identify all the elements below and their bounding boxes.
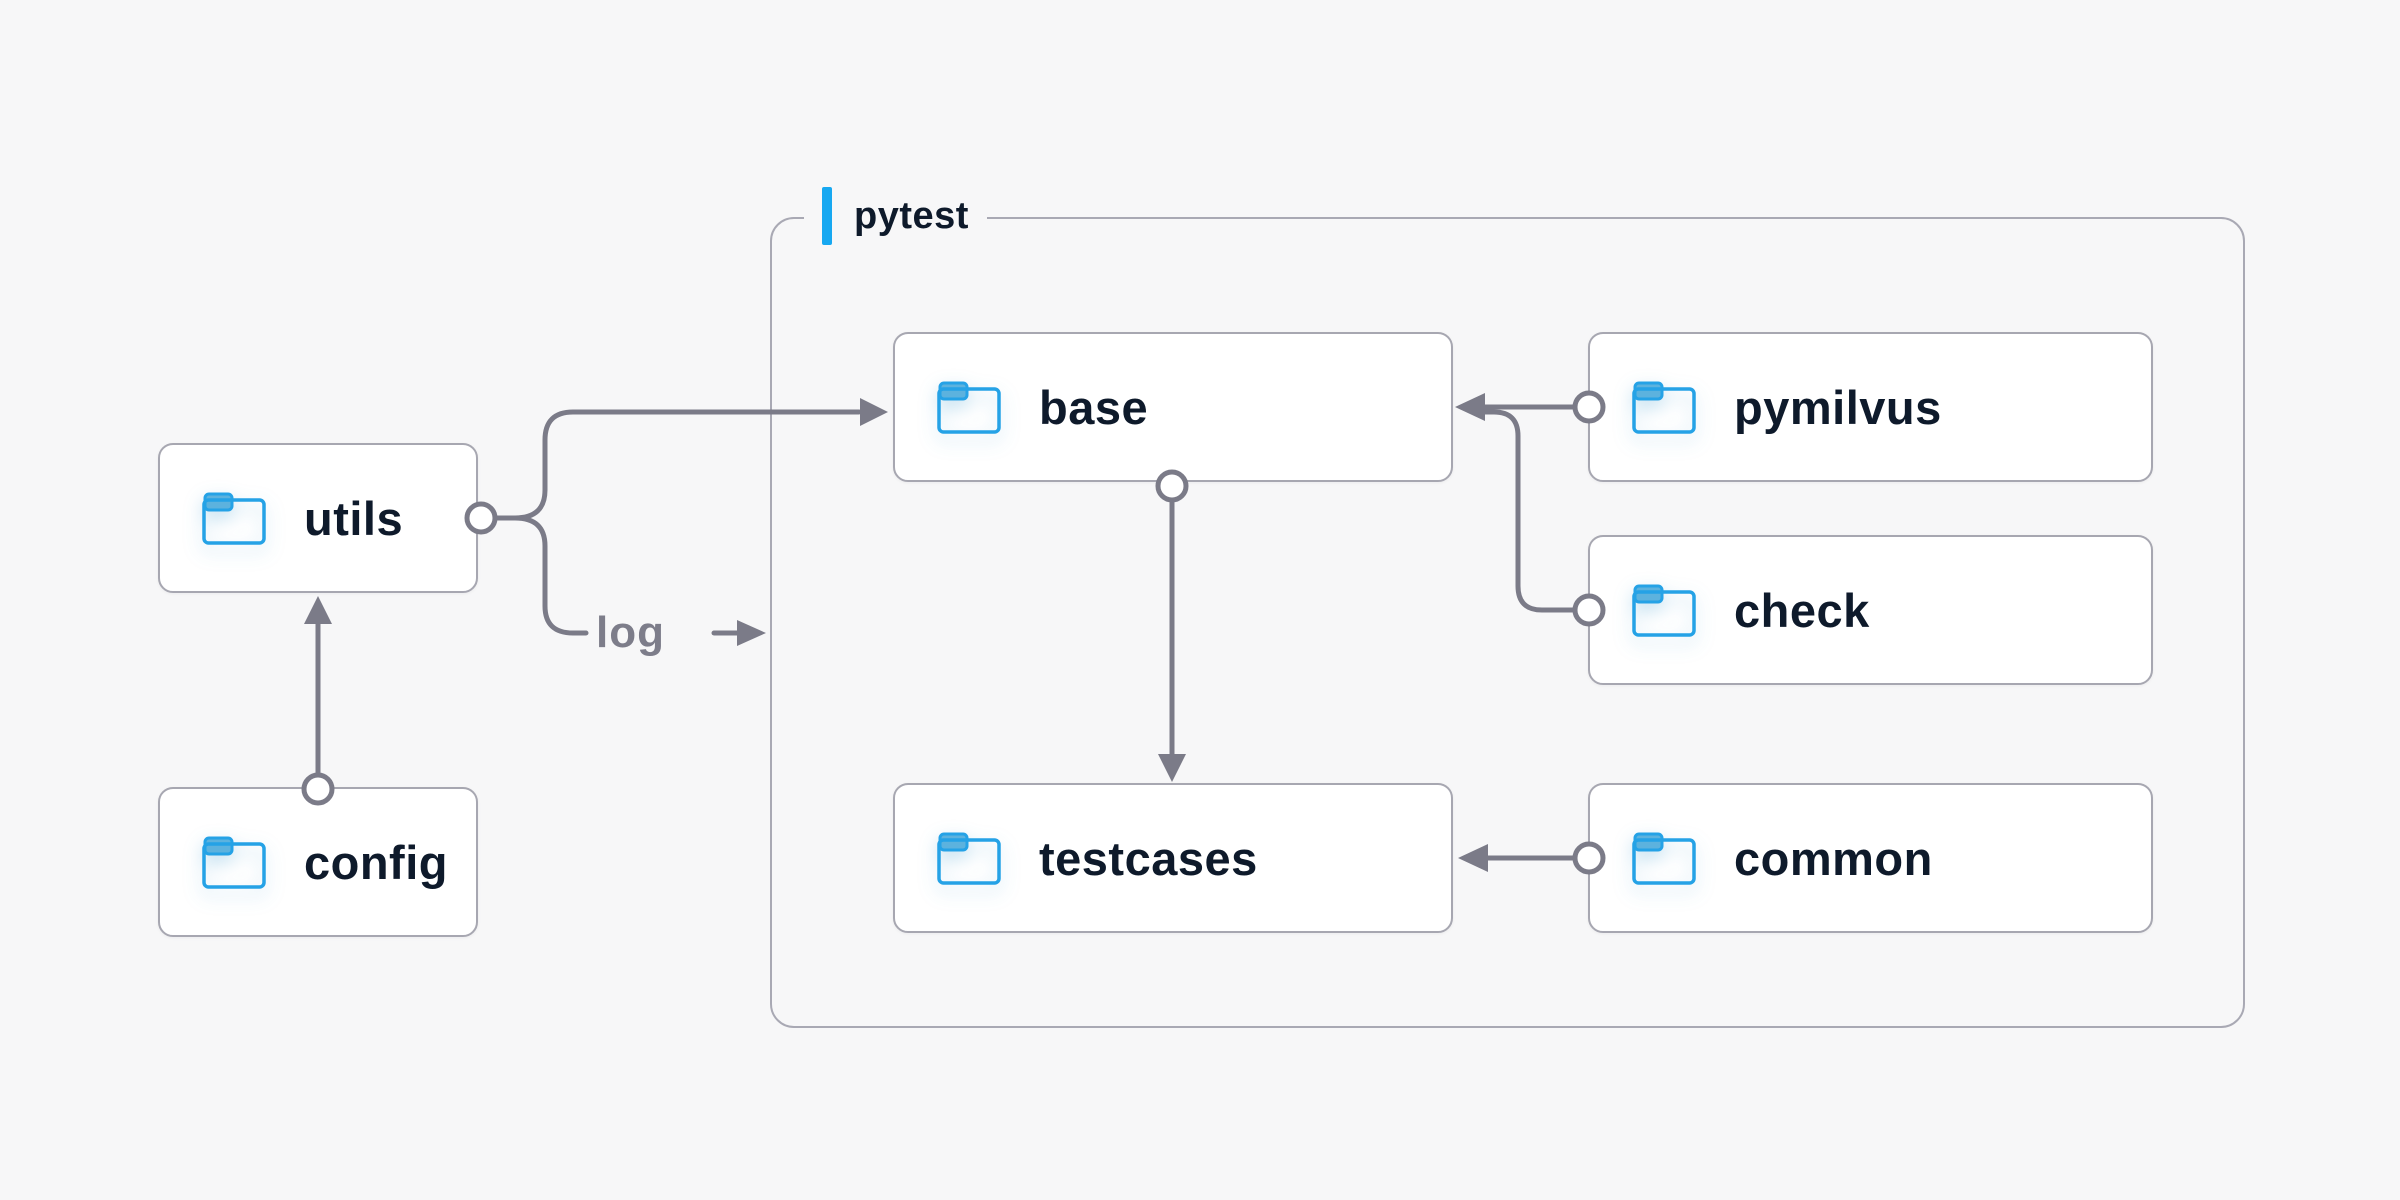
accent-bar	[822, 187, 832, 245]
node-pymilvus-label: pymilvus	[1734, 380, 1942, 434]
folder-icon	[1632, 584, 1696, 637]
folder-icon	[1632, 832, 1696, 885]
node-common-label: common	[1734, 831, 1933, 885]
node-utils-label: utils	[304, 491, 404, 545]
edge-config-utils	[301, 596, 335, 806]
folder-icon	[202, 492, 266, 545]
folder-icon	[937, 832, 1001, 885]
node-testcases-label: testcases	[1039, 831, 1258, 885]
node-common: common	[1588, 783, 2153, 933]
node-utils: utils	[158, 443, 478, 593]
node-config-label: config	[304, 835, 448, 889]
pytest-group-title: pytest	[854, 194, 969, 237]
node-base: base	[893, 332, 1453, 482]
pytest-group-label: pytest	[804, 184, 987, 248]
node-base-label: base	[1039, 380, 1149, 434]
folder-icon	[1632, 381, 1696, 434]
folder-icon	[202, 836, 266, 889]
node-testcases: testcases	[893, 783, 1453, 933]
node-config: config	[158, 787, 478, 937]
log-edge-label: log	[596, 608, 665, 657]
node-pymilvus: pymilvus	[1588, 332, 2153, 482]
folder-icon	[937, 381, 1001, 434]
pytest-group	[770, 217, 2245, 1028]
node-check: check	[1588, 535, 2153, 685]
node-check-label: check	[1734, 583, 1870, 637]
